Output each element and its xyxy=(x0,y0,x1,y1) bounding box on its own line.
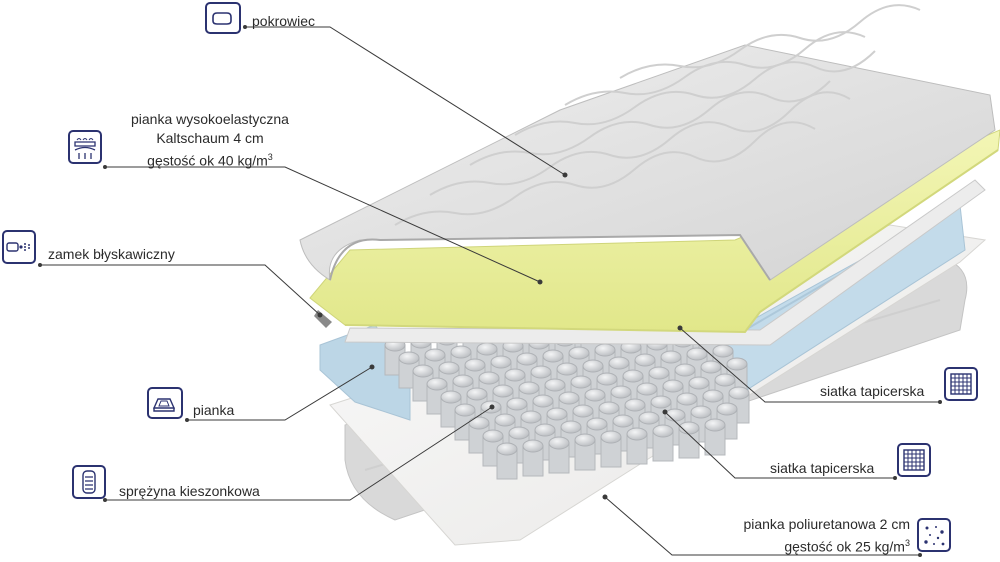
leader-ha-foam xyxy=(105,166,541,283)
leader-zipper xyxy=(40,264,321,316)
leader-lines xyxy=(40,26,940,556)
label-ha-foam-line2: Kaltschaum 4 cm xyxy=(156,130,264,146)
leader-mesh-bottom xyxy=(664,411,895,479)
high-elastic-foam-layer xyxy=(309,129,1000,334)
high-elastic-foam-icon xyxy=(68,130,102,164)
pocket-springs-block xyxy=(384,305,750,480)
mesh-grid-icon xyxy=(944,367,978,401)
leader-mesh-top xyxy=(679,327,940,403)
label-ha-foam: pianka wysokoelastyczna Kaltschaum 4 cm … xyxy=(110,110,310,171)
label-ha-foam-line3: gęstość ok 40 kg/m3 xyxy=(147,152,273,169)
leader-foam xyxy=(187,366,373,421)
label-zipper: zamek błyskawiczny xyxy=(48,246,175,262)
label-ha-foam-line1: pianka wysokoelastyczna xyxy=(131,111,289,127)
label-cover: pokrowiec xyxy=(252,13,316,29)
leader-cover xyxy=(245,26,566,176)
label-foam: pianka xyxy=(193,402,235,418)
label-mesh-bottom: siatka tapicerska xyxy=(770,460,875,476)
foam-block-icon xyxy=(147,387,183,419)
label-pu-foam-line2: gęstość ok 25 kg/m3 xyxy=(784,538,910,555)
mesh-layer xyxy=(344,179,986,346)
pocket-spring-icon xyxy=(72,465,106,499)
label-pu-foam-line1: pianka poliuretanowa 2 cm xyxy=(743,516,910,532)
label-mesh-top: siatka tapicerska xyxy=(820,383,925,399)
label-pocket-spring: sprężyna kieszonkowa xyxy=(119,483,260,499)
leader-dots xyxy=(38,25,942,557)
pu-foam-dots-icon xyxy=(917,518,951,552)
leader-pocket-spring xyxy=(105,406,493,501)
mattress-cover-icon xyxy=(205,2,241,34)
top-cover-layer xyxy=(299,4,996,281)
mesh-grid-icon xyxy=(897,443,931,477)
leader-pu-foam xyxy=(604,496,920,556)
label-pu-foam: pianka poliuretanowa 2 cm gęstość ok 25 … xyxy=(690,515,910,557)
zipper-icon xyxy=(2,230,36,264)
